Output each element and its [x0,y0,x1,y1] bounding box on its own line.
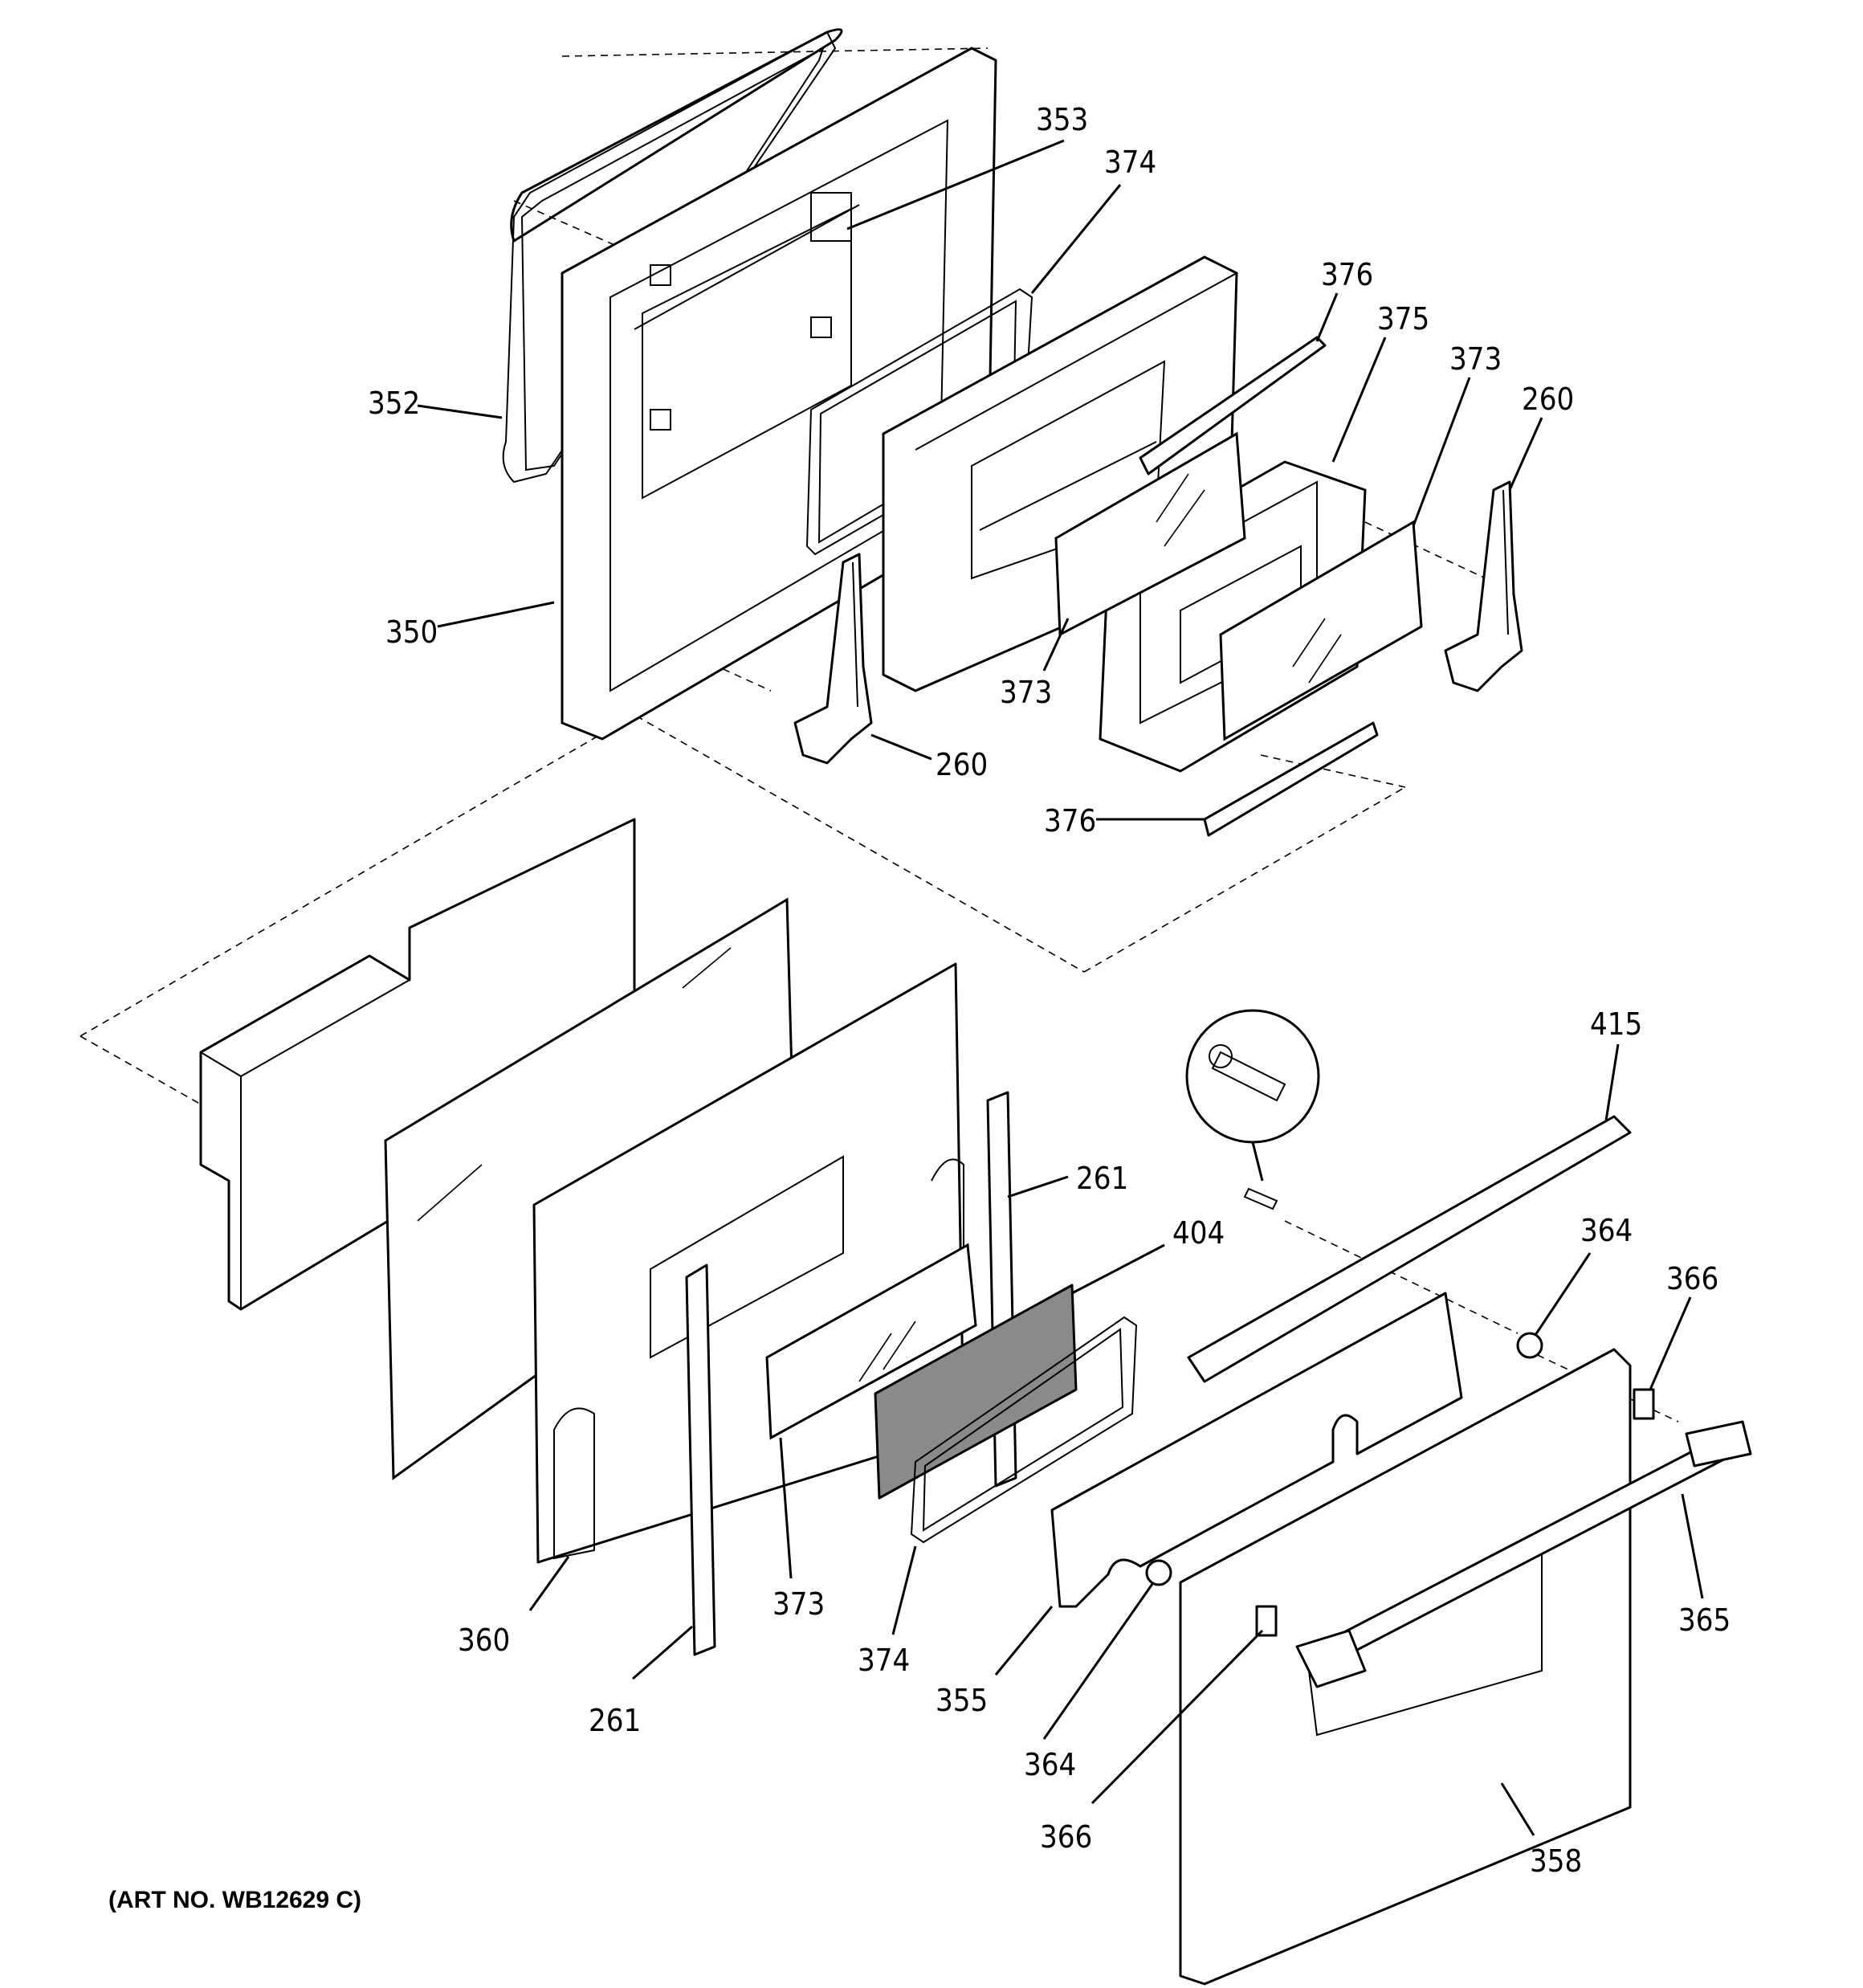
callout-374-bottom: 374 [858,1643,910,1678]
callout-373-top-right: 373 [1449,341,1502,377]
leader-lines [417,139,1704,1836]
callout-373-top-left: 373 [1000,675,1052,710]
callout-355: 355 [936,1683,988,1718]
callout-376-bottom: 376 [1044,803,1096,839]
screw-detail [1185,1009,1320,1210]
callout-350: 350 [385,614,438,650]
callout-261-left: 261 [589,1703,641,1738]
handle-mount-366-right [1633,1388,1655,1420]
glass-gasket-374-bottom [910,1316,1138,1544]
glass-panel-373-top-left [1054,431,1246,637]
trim-bar-415 [1187,1115,1632,1383]
callout-376-top: 376 [1321,257,1373,292]
glass-panel-373-top-right [1219,520,1423,741]
callout-364-left: 364 [1024,1747,1076,1782]
callout-365: 365 [1678,1602,1731,1638]
callout-366-left: 366 [1040,1819,1092,1855]
callout-366-right: 366 [1666,1261,1718,1296]
side-rail-261-left [685,1263,716,1656]
callout-353: 353 [1036,102,1088,137]
handle-mount-366-left [1255,1605,1278,1637]
callout-375: 375 [1377,301,1429,337]
spacer-364-right [1516,1332,1543,1359]
outer-door-358 [1179,1348,1632,1986]
callout-260-top: 260 [1522,382,1574,417]
callout-352: 352 [368,386,420,421]
callout-373-bottom: 373 [773,1586,825,1622]
mesh-screen-404 [874,1284,1078,1500]
hinge-260-right [1444,480,1523,692]
callout-374-top: 374 [1104,145,1156,180]
door-liner-355 [1050,1292,1463,1608]
callout-404: 404 [1172,1215,1225,1251]
spacer-364-left [1145,1559,1172,1586]
art-number: (ART NO. WB12629 C) [108,1887,361,1913]
callout-415: 415 [1590,1006,1642,1042]
hinge-260-left [793,553,873,765]
callout-labels: 353 374 376 375 373 260 352 350 373 260 … [368,102,1731,1879]
callout-260-bottom: 260 [936,747,988,782]
callout-358: 358 [1530,1843,1582,1879]
channel-376-bottom [1203,721,1379,837]
door-handle-365 [1295,1420,1752,1688]
channel-376-top [1139,336,1327,476]
callout-364-right: 364 [1580,1213,1633,1248]
callout-360: 360 [458,1623,510,1658]
glass-panel-373-bottom [765,1243,977,1440]
callout-261-right: 261 [1076,1161,1128,1196]
